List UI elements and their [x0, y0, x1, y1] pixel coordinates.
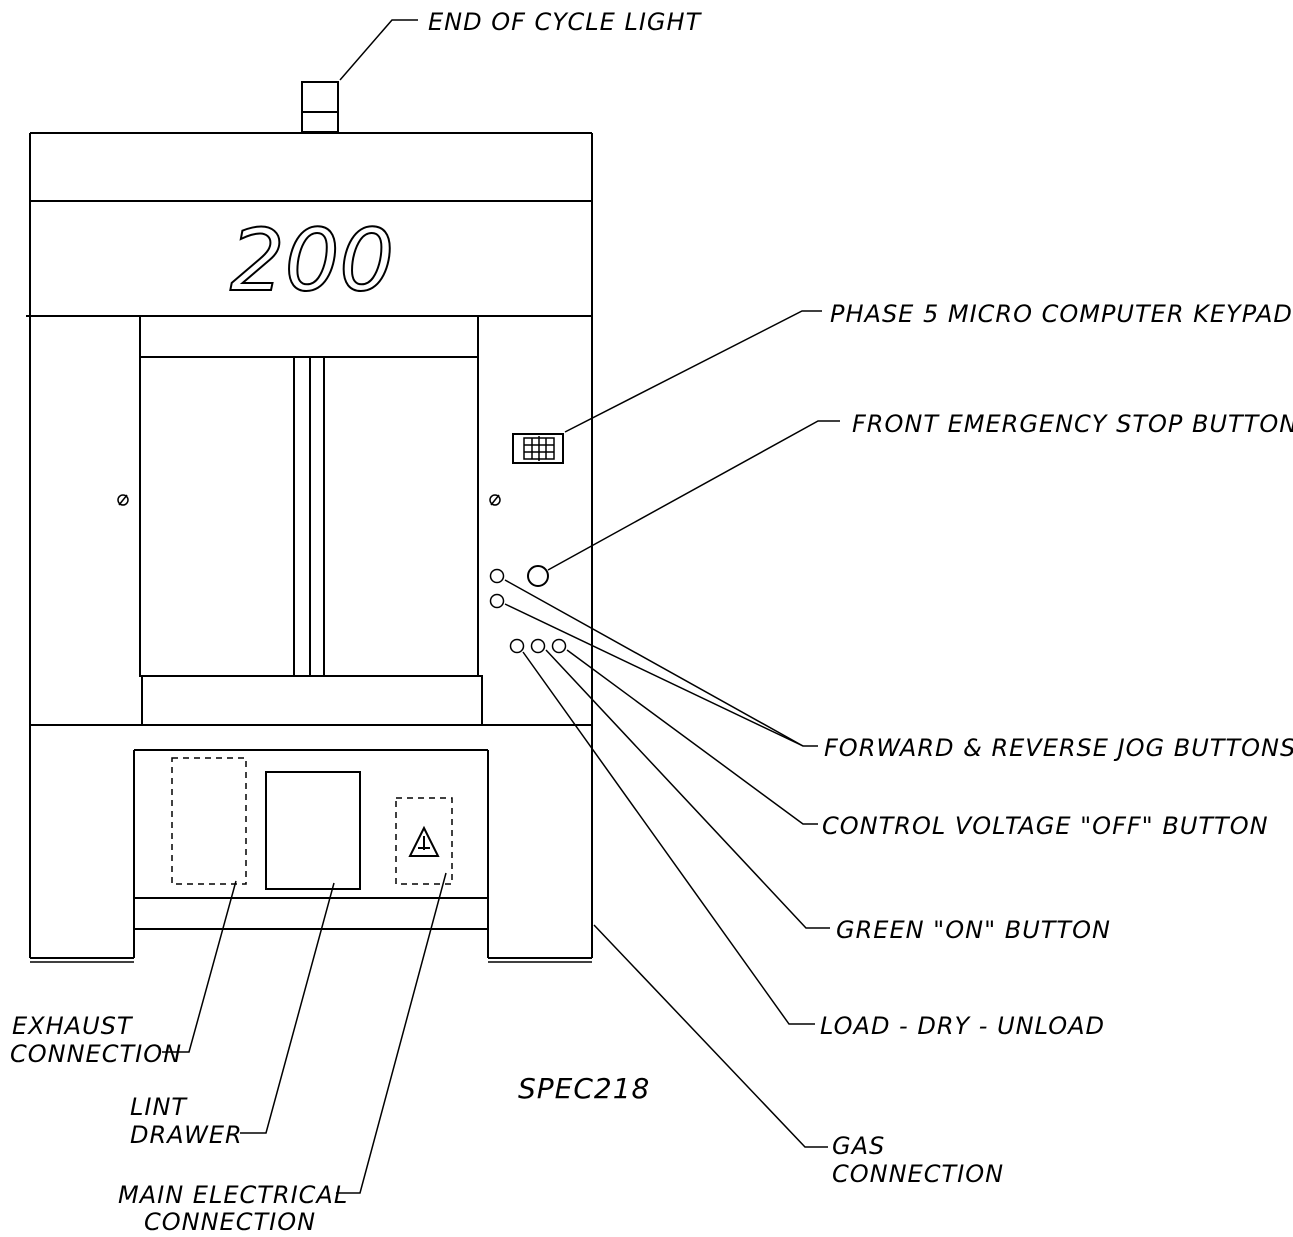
leader-lines: [162, 19, 840, 1194]
spec-code: SPEC218: [518, 1072, 650, 1105]
label-electrical-line1: MAIN ELECTRICAL: [118, 1181, 348, 1209]
label-green-on: GREEN "ON" BUTTON: [836, 916, 1111, 944]
emergency-stop-button: [527, 565, 549, 587]
label-load-dry-unload: LOAD - DRY - UNLOAD: [820, 1012, 1105, 1040]
label-control-voltage-off: CONTROL VOLTAGE "OFF" BUTTON: [822, 812, 1269, 840]
warning-icon: [408, 825, 440, 857]
label-exhaust-line1: EXHAUST: [12, 1012, 134, 1040]
micro-computer-keypad: [512, 433, 564, 464]
green-on-button: [530, 638, 546, 654]
load-dry-unload-button: [509, 638, 525, 654]
label-gas-connection-line2: CONNECTION: [832, 1160, 1004, 1188]
door-opening: [139, 315, 483, 726]
label-lint-line2: DRAWER: [130, 1121, 243, 1149]
label-gas-connection-line1: GAS: [832, 1132, 885, 1160]
door-hinge-screw-left: [117, 494, 129, 506]
label-lint-line1: LINT: [130, 1093, 188, 1121]
forward-jog-button: [489, 568, 505, 584]
lower-access-panel: [133, 749, 489, 958]
label-end-of-cycle-light: END OF CYCLE LIGHT: [428, 8, 703, 36]
lint-drawer: [265, 771, 361, 890]
reverse-jog-button: [489, 593, 505, 609]
label-keypad: PHASE 5 MICRO COMPUTER KEYPAD: [830, 300, 1293, 328]
model-number: 200: [230, 211, 394, 311]
end-of-cycle-light: [301, 81, 339, 133]
label-jog-buttons: FORWARD & REVERSE JOG BUTTONS: [824, 734, 1293, 762]
exhaust-connection: [171, 757, 247, 885]
label-emergency-stop: FRONT EMERGENCY STOP BUTTON: [852, 410, 1293, 438]
main-electrical-connection: [395, 797, 453, 885]
label-exhaust-line2: CONNECTION: [10, 1040, 182, 1068]
door-hinge-screw-right: [489, 494, 501, 506]
label-electrical-line2: CONNECTION: [144, 1208, 316, 1236]
control-voltage-off-button: [551, 638, 567, 654]
